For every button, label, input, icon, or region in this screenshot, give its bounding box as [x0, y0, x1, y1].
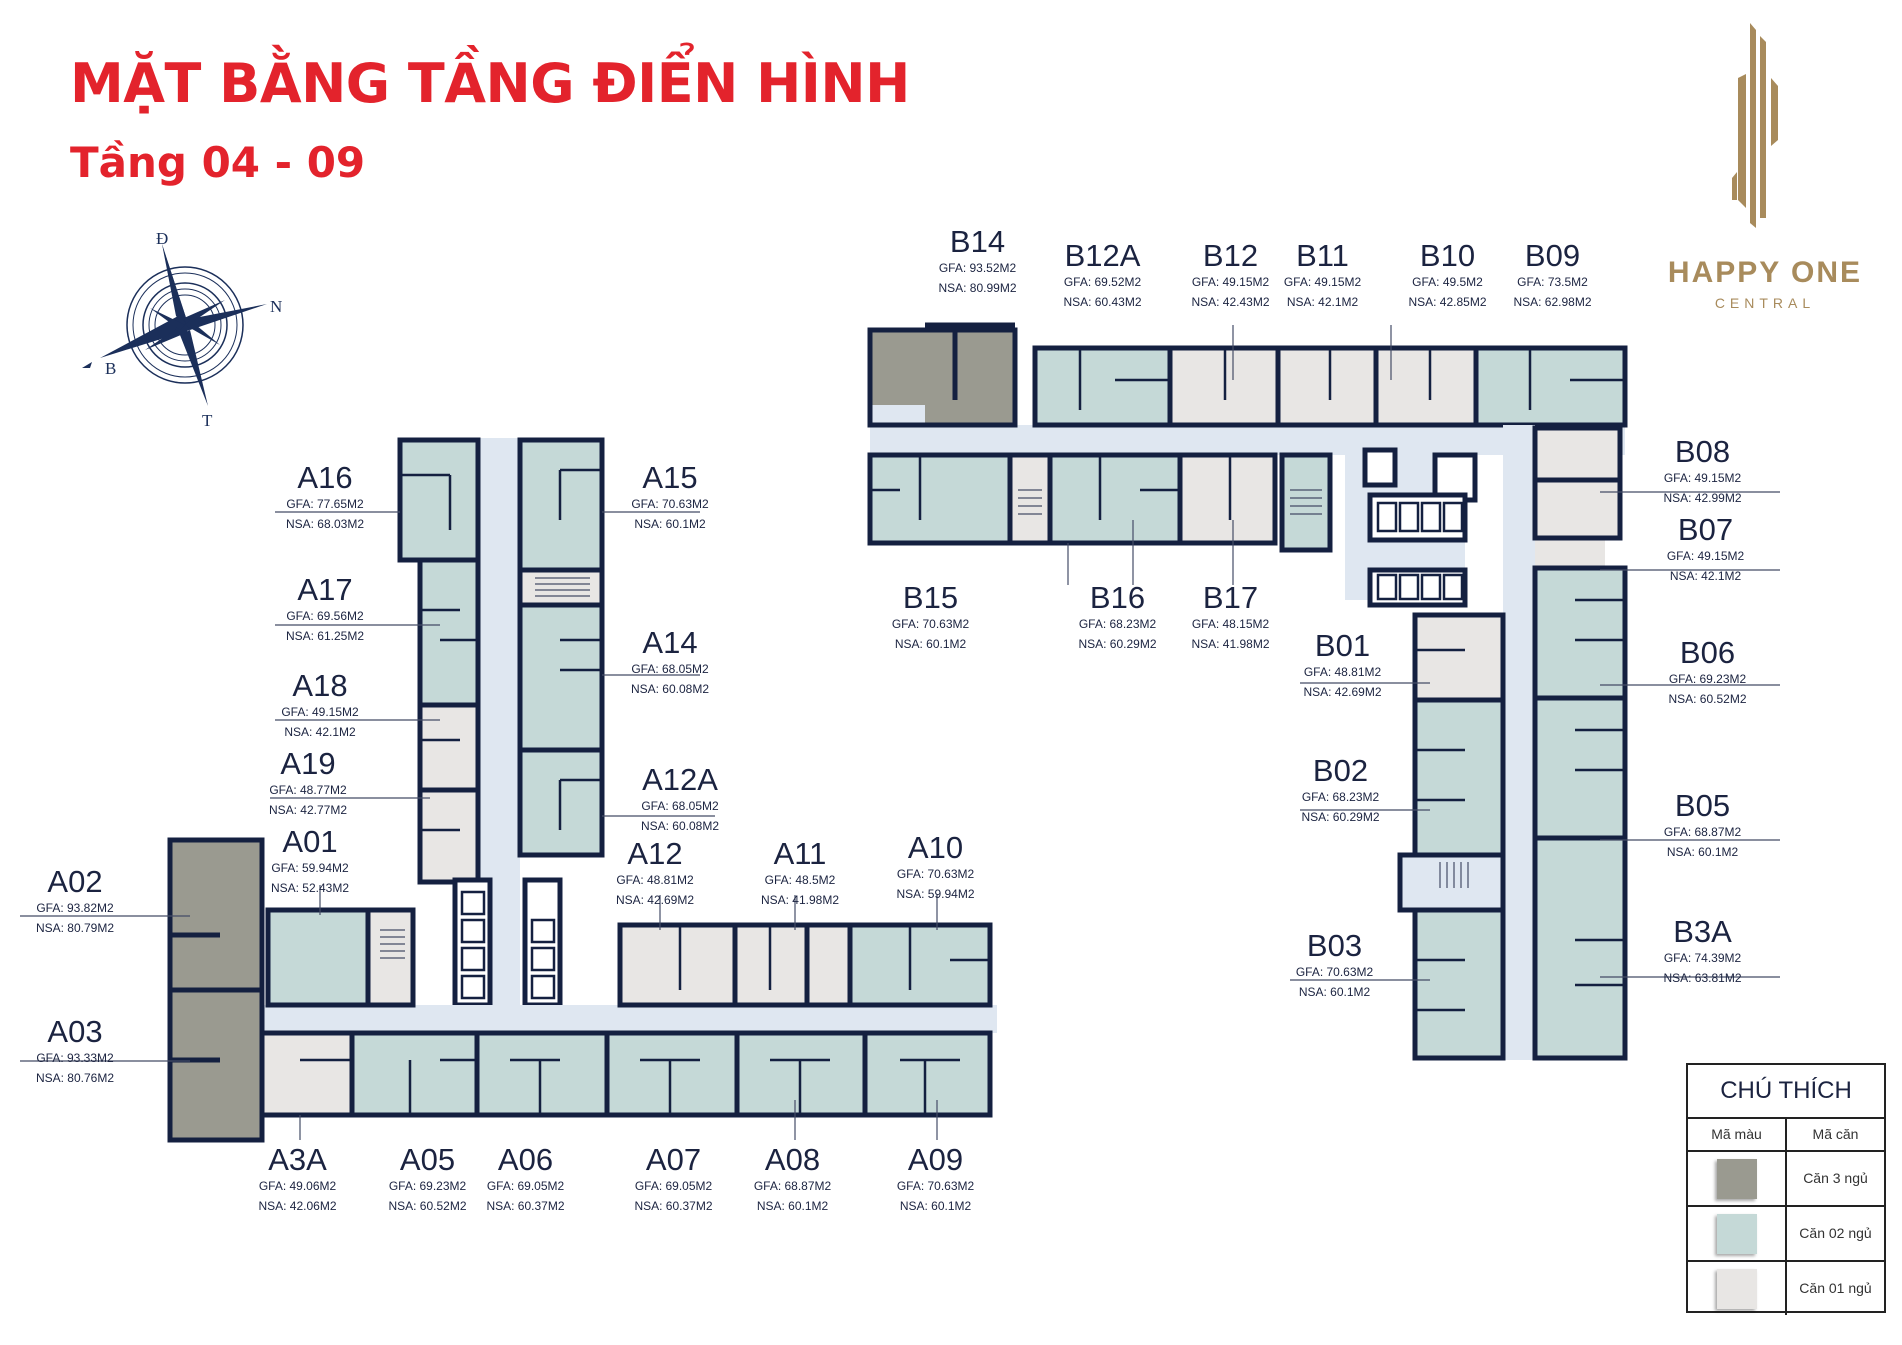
unit-B03-area [1415, 910, 1503, 1058]
unit-label-B3A[interactable]: B3A GFA: 74.39M2 NSA: 63.81M2 [1663, 914, 1742, 986]
unit-label-B16[interactable]: B16 GFA: 68.23M2 NSA: 60.29M2 [1078, 580, 1157, 652]
unit-label-A02[interactable]: A02 GFA: 93.82M2 NSA: 80.79M2 [35, 864, 115, 936]
unit-B3A-area [1535, 838, 1625, 1058]
unit-label-A12A[interactable]: A12A GFA: 68.05M2 NSA: 60.08M2 [640, 762, 720, 834]
unit-label-B12[interactable]: B12 GFA: 49.15M2 NSA: 42.43M2 [1191, 238, 1270, 310]
unit-label-B12A[interactable]: B12A GFA: 69.52M2 NSA: 60.43M2 [1063, 238, 1142, 310]
unit-A16-area [400, 440, 478, 560]
unit-label-B07[interactable]: B07 GFA: 49.15M2 NSA: 42.1M2 [1666, 512, 1745, 584]
floor-range-subtitle: Tầng 04 - 09 [70, 138, 366, 187]
compass-rose-icon: Đ N B T [80, 229, 300, 430]
unit-label-A3A[interactable]: A3A GFA: 49.06M2 NSA: 42.06M2 [258, 1142, 337, 1214]
brand-subtitle: CENTRAL [1714, 295, 1816, 311]
unit-B02-area [1415, 700, 1503, 855]
unit-B12A-area [1035, 348, 1170, 425]
unit-A01-area [268, 910, 368, 1005]
unit-B15-area [870, 455, 1010, 543]
legend-label-2br: Căn 02 ngủ [1799, 1225, 1872, 1241]
unit-label-B15[interactable]: B15 GFA: 70.63M2 NSA: 60.1M2 [891, 580, 970, 652]
compass-east-label: Đ [156, 230, 168, 248]
unit-label-A11[interactable]: A11 GFA: 48.5M2 NSA: 41.98M2 [760, 836, 840, 908]
unit-A19-area [420, 790, 478, 882]
unit-label-A05[interactable]: A05 GFA: 69.23M2 NSA: 60.52M2 [388, 1142, 467, 1214]
unit-label-A01[interactable]: A01 GFA: 59.94M2 NSA: 52.43M2 [270, 824, 350, 896]
legend-row-3br: Căn 3 ngủ [1688, 1152, 1884, 1207]
unit-label-B02[interactable]: B02 GFA: 68.23M2 NSA: 60.29M2 [1301, 753, 1380, 825]
a-stair-1 [520, 570, 602, 605]
unit-B10-area [1376, 348, 1476, 425]
unit-B01-area [1415, 615, 1503, 700]
unit-B14-area [925, 325, 1015, 425]
swatch-1br [1716, 1268, 1757, 1309]
unit-B11-area [1278, 348, 1376, 425]
unit-label-B14[interactable]: B14 GFA: 93.52M2 NSA: 80.99M2 [938, 224, 1017, 296]
unit-label-A10[interactable]: A10 GFA: 70.63M2 NSA: 59.94M2 [896, 830, 975, 902]
unit-label-A17[interactable]: A17 GFA: 69.56M2 NSA: 61.25M2 [285, 572, 365, 644]
unit-A3A-area [262, 1033, 352, 1115]
unit-label-A15[interactable]: A15 GFA: 70.63M2 NSA: 60.1M2 [631, 460, 709, 532]
b-stair-1 [1010, 455, 1050, 543]
b-tower-corridor [1503, 425, 1535, 1060]
unit-A17-area [420, 560, 478, 705]
legend-title: CHÚ THÍCH [1688, 1065, 1884, 1119]
unit-label-A14[interactable]: A14 GFA: 68.05M2 NSA: 60.08M2 [630, 625, 710, 697]
b-stair-3 [1400, 855, 1503, 910]
unit-B16-area [1050, 455, 1180, 543]
unit-label-A08[interactable]: A08 GFA: 68.87M2 NSA: 60.1M2 [753, 1142, 832, 1214]
legend-label-3br: Căn 3 ngủ [1803, 1170, 1868, 1186]
compass-south-label: T [202, 411, 213, 430]
unit-A07-area [607, 1033, 737, 1115]
unit-label-B11[interactable]: B11 GFA: 49.15M2 NSA: 42.1M2 [1283, 238, 1362, 310]
tower-logo-icon [1732, 23, 1778, 228]
a-stair-3 [805, 925, 850, 1005]
unit-B08-B07-area [1535, 428, 1620, 538]
unit-label-A09[interactable]: A09 GFA: 70.63M2 NSA: 60.1M2 [896, 1142, 975, 1214]
legend-col-type: Mã căn [1812, 1126, 1859, 1142]
unit-label-B09[interactable]: B09 GFA: 73.5M2 NSA: 62.98M2 [1513, 238, 1592, 310]
happy-one-central-logo: HAPPY ONE CENTRAL [1640, 18, 1890, 318]
b-stair-2 [1282, 455, 1330, 550]
compass-west-label: B [105, 359, 116, 378]
unit-label-B10[interactable]: B10 GFA: 49.5M2 NSA: 42.85M2 [1408, 238, 1487, 310]
swatch-2br [1716, 1213, 1757, 1254]
unit-label-A07[interactable]: A07 GFA: 69.05M2 NSA: 60.37M2 [634, 1142, 713, 1214]
unit-label-B05[interactable]: B05 GFA: 68.87M2 NSA: 60.1M2 [1663, 788, 1742, 860]
unit-A09-area [865, 1033, 990, 1115]
a-wing-corridor [262, 1005, 997, 1033]
unit-label-B01[interactable]: B01 GFA: 48.81M2 NSA: 42.69M2 [1303, 628, 1382, 700]
unit-label-A18[interactable]: A18 GFA: 49.15M2 NSA: 42.1M2 [281, 668, 359, 740]
unit-A06-area [477, 1033, 607, 1115]
unit-B06-area [1535, 568, 1625, 698]
unit-A18-area [420, 705, 478, 790]
unit-label-A03[interactable]: A03 GFA: 93.33M2 NSA: 80.76M2 [35, 1014, 115, 1086]
b-wing-corridor [870, 425, 1625, 455]
unit-label-B03[interactable]: B03 GFA: 70.63M2 NSA: 60.1M2 [1295, 928, 1374, 1000]
unit-label-B17[interactable]: B17 GFA: 48.15M2 NSA: 41.98M2 [1191, 580, 1270, 652]
compass-north-label: N [270, 297, 282, 316]
legend-header: Mã màu Mã căn [1688, 1119, 1884, 1152]
unit-label-B06[interactable]: B06 GFA: 69.23M2 NSA: 60.52M2 [1668, 635, 1747, 707]
unit-label-A16[interactable]: A16 GFA: 77.65M2 NSA: 68.03M2 [285, 460, 365, 532]
legend-row-1br: Căn 01 ngủ [1688, 1262, 1884, 1315]
a-tower-corridor [478, 438, 520, 888]
unit-label-A19[interactable]: A19 GFA: 48.77M2 NSA: 42.77M2 [268, 746, 348, 818]
unit-A05-area [352, 1033, 477, 1115]
legend-row-2br: Căn 02 ngủ [1688, 1207, 1884, 1262]
brand-name: HAPPY ONE [1667, 256, 1863, 289]
unit-A14-area [520, 605, 602, 750]
page-title: MẶT BẰNG TẦNG ĐIỂN HÌNH [70, 52, 910, 115]
swatch-3br [1716, 1158, 1757, 1199]
unit-B09-area [1476, 348, 1625, 425]
unit-B05-area [1535, 698, 1625, 838]
legend-table: CHÚ THÍCH Mã màu Mã căn Căn 3 ngủ Căn 02… [1686, 1063, 1886, 1315]
unit-B17-area [1180, 455, 1275, 543]
unit-A10-area [850, 925, 990, 1005]
unit-label-A06[interactable]: A06 GFA: 69.05M2 NSA: 60.37M2 [486, 1142, 565, 1214]
unit-label-A12[interactable]: A12 GFA: 48.81M2 NSA: 42.69M2 [615, 836, 695, 908]
unit-A12-area [620, 925, 735, 1005]
legend-label-1br: Căn 01 ngủ [1799, 1280, 1872, 1296]
legend-col-color: Mã màu [1688, 1119, 1787, 1150]
unit-label-B08[interactable]: B08 GFA: 49.15M2 NSA: 42.99M2 [1663, 434, 1742, 506]
